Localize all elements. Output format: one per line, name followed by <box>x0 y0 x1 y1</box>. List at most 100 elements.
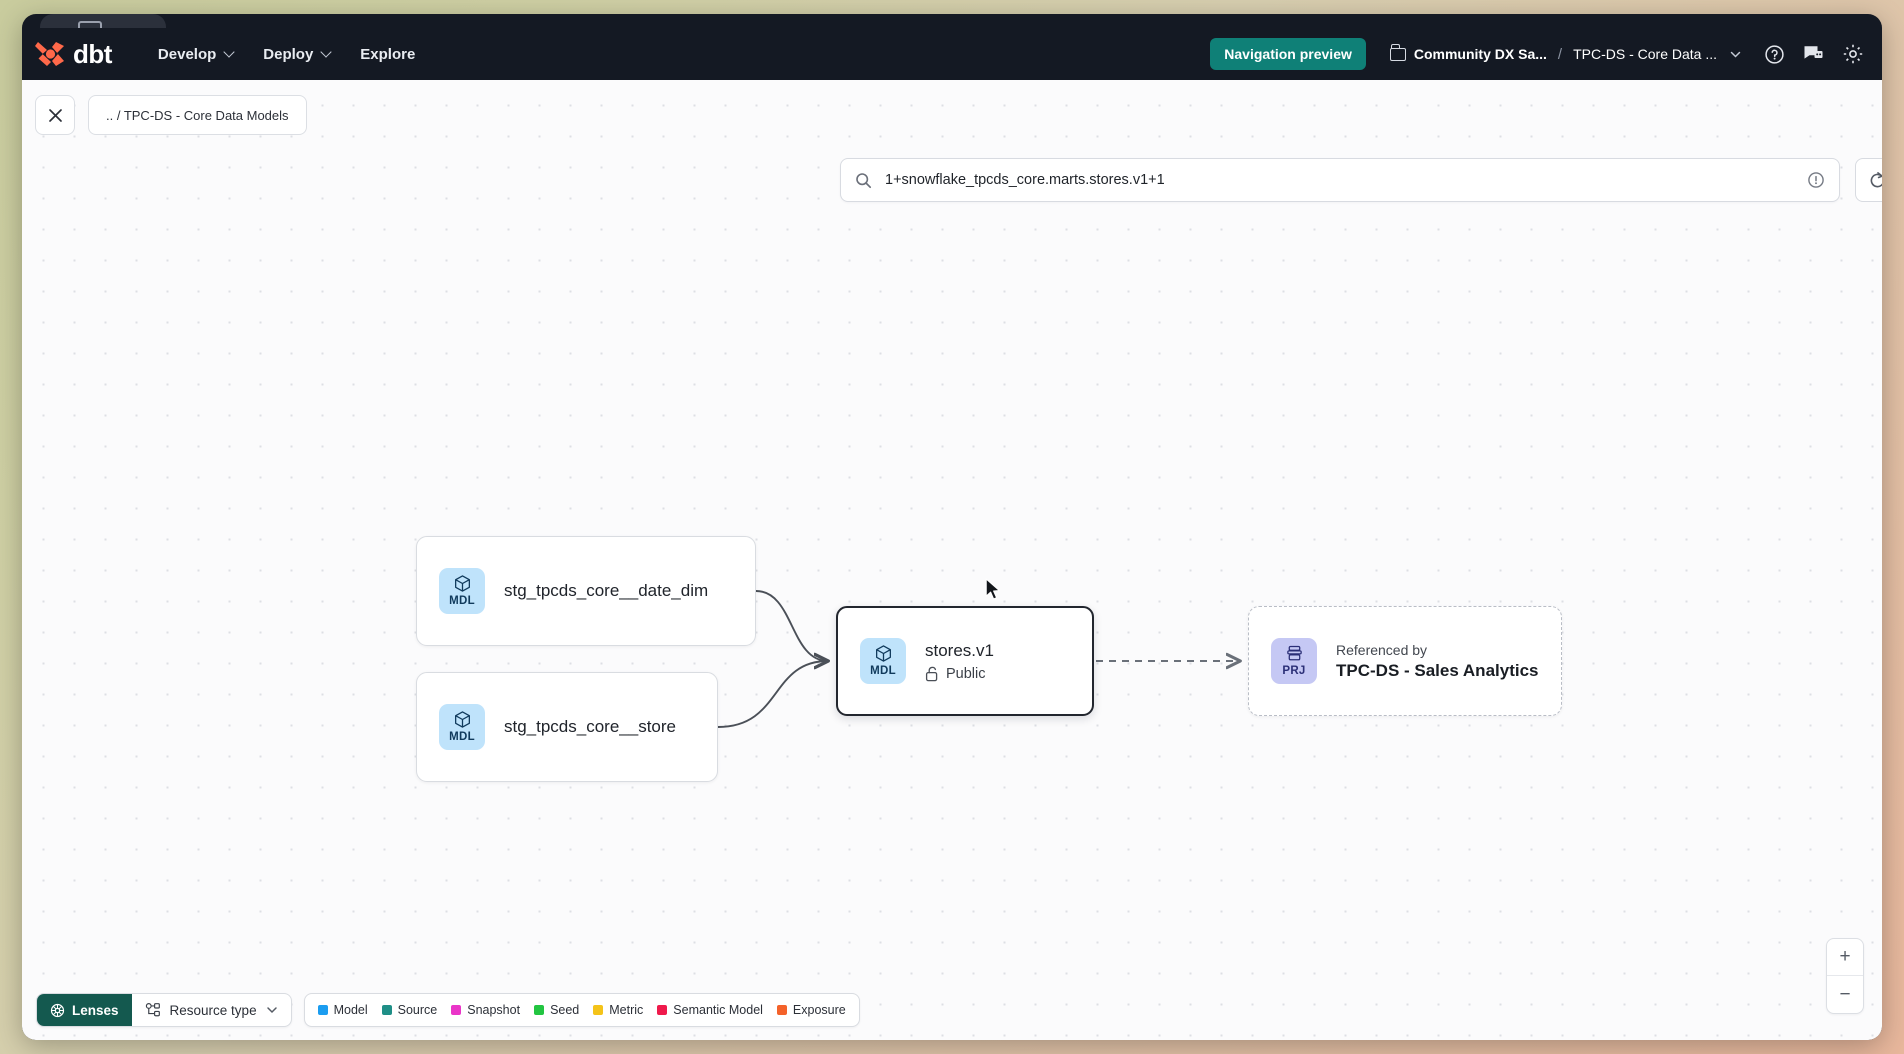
resource-type-label: Resource type <box>169 1002 257 1018</box>
badge-label: MDL <box>449 595 475 608</box>
nav-item-develop[interactable]: Develop <box>157 45 235 63</box>
nodes-icon <box>145 1003 160 1017</box>
legend-swatch <box>534 1005 545 1015</box>
chevron-down-icon <box>320 46 332 58</box>
legend-item-semantic-model[interactable]: Semantic Model <box>657 1003 763 1017</box>
lineage-node-referenced-by-project[interactable]: PRJ Referenced by TPC-DS - Sales Analyti… <box>1248 606 1562 716</box>
browser-window: dbt Develop Deploy Explore Navigation pr… <box>22 14 1882 1040</box>
legend-item-snapshot[interactable]: Snapshot <box>451 1003 520 1017</box>
legend-item-seed[interactable]: Seed <box>534 1003 579 1017</box>
node-body: stg_tpcds_core__date_dim <box>504 581 708 601</box>
cube-icon <box>875 645 891 662</box>
node-body: stg_tpcds_core__store <box>504 717 676 737</box>
node-kicker: Referenced by <box>1336 641 1428 658</box>
legend-label: Seed <box>550 1003 580 1017</box>
project-badge: PRJ <box>1271 638 1317 684</box>
legend-item-source[interactable]: Source <box>381 1003 438 1017</box>
node-title: stores.v1 <box>925 640 994 660</box>
node-title: stg_tpcds_core__date_dim <box>504 581 709 600</box>
nav-explore-label: Explore <box>360 45 416 63</box>
badge-label: MDL <box>870 665 896 678</box>
zoom-out-button[interactable]: − <box>1839 983 1851 1005</box>
refresh-icon <box>1870 171 1882 187</box>
zoom-in-button[interactable]: + <box>1827 939 1863 976</box>
badge-label: PRJ <box>1282 665 1306 678</box>
folder-icon <box>1389 43 1406 61</box>
resource-type-legend: Model Source Snapshot Seed Metric <box>303 993 860 1027</box>
cube-icon <box>454 575 470 592</box>
legend-swatch <box>593 1005 604 1015</box>
lineage-bottom-bar: Lenses Resource type <box>22 980 1882 1040</box>
info-icon[interactable] <box>1807 171 1825 189</box>
search-icon <box>856 172 872 188</box>
model-badge: MDL <box>860 638 906 684</box>
nav-item-explore[interactable]: Explore <box>360 46 415 63</box>
explore-panel: MDL stg_tpcds_core__date_dim MDL stg_tpc… <box>22 80 1882 1040</box>
refresh-button[interactable] <box>1855 158 1882 202</box>
nav-deploy-label: Deploy <box>263 45 314 63</box>
model-badge: MDL <box>439 568 485 614</box>
unlock-icon <box>925 666 938 681</box>
breadcrumb-label: .. / TPC-DS - Core Data Models <box>106 107 289 123</box>
dbt-logo-icon <box>34 39 68 69</box>
nav-item-deploy[interactable]: Deploy <box>263 45 332 63</box>
node-body: Referenced by TPC-DS - Sales Analytics <box>1336 642 1539 681</box>
legend-swatch <box>776 1005 787 1015</box>
navbar-right-group: Navigation preview Community DX Sa... / … <box>1210 38 1864 70</box>
node-access-label: Public <box>946 665 986 682</box>
account-breadcrumb[interactable]: Community DX Sa... <box>1389 43 1547 62</box>
legend-swatch <box>381 1005 392 1015</box>
node-body: stores.v1 Public <box>925 641 994 682</box>
legend-label: Snapshot <box>467 1003 521 1017</box>
dbt-logo[interactable]: dbt <box>34 39 112 70</box>
legend-swatch <box>317 1005 328 1015</box>
breadcrumb-chip[interactable]: .. / TPC-DS - Core Data Models <box>88 95 307 135</box>
nav-develop-label: Develop <box>157 45 217 63</box>
project-breadcrumb[interactable]: TPC-DS - Core Data ... <box>1573 46 1717 62</box>
chevron-down-icon <box>266 1007 277 1014</box>
legend-item-metric[interactable]: Metric <box>593 1003 643 1017</box>
node-title: stg_tpcds_core__store <box>504 717 676 736</box>
breadcrumb-separator: / <box>1557 45 1563 63</box>
model-badge: MDL <box>439 704 485 750</box>
search-area: 1+snowflake_tpcds_core.marts.stores.v1+1 <box>840 158 1882 202</box>
legend-label: Model <box>333 1003 368 1017</box>
legend-item-exposure[interactable]: Exposure <box>776 1003 846 1017</box>
help-icon[interactable] <box>1764 44 1785 65</box>
lineage-canvas[interactable]: MDL stg_tpcds_core__date_dim MDL stg_tpc… <box>22 80 1882 1040</box>
node-access-row: Public <box>925 666 994 682</box>
legend-swatch <box>657 1005 668 1015</box>
close-button[interactable] <box>35 95 75 135</box>
lineage-node-stg-tpcds-core-date-dim[interactable]: MDL stg_tpcds_core__date_dim <box>416 536 756 646</box>
legend-item-model[interactable]: Model <box>317 1003 368 1017</box>
chevron-down-icon <box>223 46 235 58</box>
resource-type-dropdown[interactable]: Resource type <box>132 994 291 1026</box>
project-chevron-down-icon[interactable] <box>1729 48 1742 61</box>
navigation-preview-badge[interactable]: Navigation preview <box>1210 38 1366 70</box>
lineage-node-stg-tpcds-core-store[interactable]: MDL stg_tpcds_core__store <box>416 672 718 782</box>
search-input[interactable]: 1+snowflake_tpcds_core.marts.stores.v1+1 <box>840 158 1840 202</box>
legend-swatch <box>451 1005 462 1015</box>
lineage-node-stores-v1[interactable]: MDL stores.v1 Public <box>836 606 1094 716</box>
lens-control-group: Lenses Resource type <box>36 993 292 1027</box>
settings-gear-icon[interactable] <box>1842 43 1864 65</box>
feedback-icon[interactable] <box>1803 44 1824 64</box>
zoom-controls: + − <box>1826 938 1864 1014</box>
cube-icon <box>454 711 470 728</box>
top-navbar: dbt Develop Deploy Explore Navigation pr… <box>22 28 1882 80</box>
account-name: Community DX Sa... <box>1413 46 1547 62</box>
lineage-edges <box>717 590 1882 728</box>
lenses-button[interactable]: Lenses <box>37 994 132 1026</box>
lens-icon <box>50 1003 65 1017</box>
brand-text: dbt <box>73 38 112 69</box>
search-value: 1+snowflake_tpcds_core.marts.stores.v1+1 <box>885 172 1165 188</box>
legend-label: Metric <box>609 1003 644 1017</box>
lenses-label: Lenses <box>72 1002 119 1018</box>
legend-label: Exposure <box>792 1003 846 1017</box>
lineage-toolbar: .. / TPC-DS - Core Data Models <box>22 80 1882 150</box>
legend-label: Source <box>397 1003 438 1017</box>
project-stack-icon <box>1286 646 1302 661</box>
badge-label: MDL <box>449 731 475 744</box>
node-title: TPC-DS - Sales Analytics <box>1336 660 1539 680</box>
legend-label: Semantic Model <box>673 1003 763 1017</box>
